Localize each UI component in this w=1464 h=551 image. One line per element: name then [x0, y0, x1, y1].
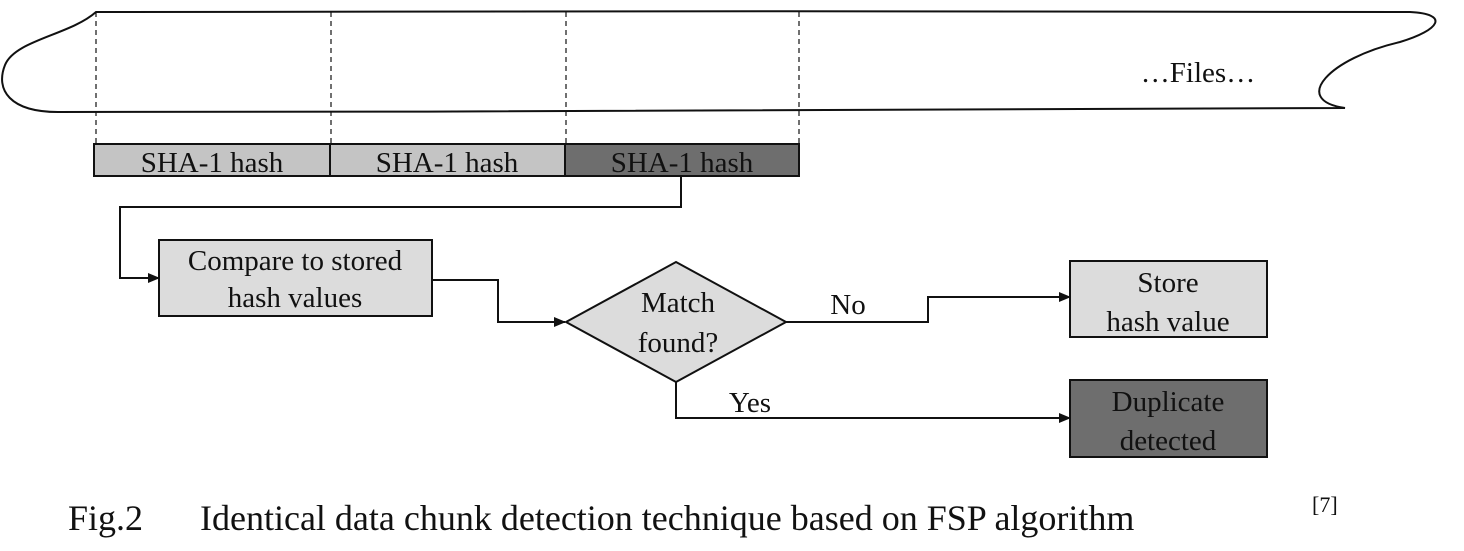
store-box-line1: Store: [1137, 267, 1198, 299]
compare-box: [158, 239, 433, 317]
yes-label: Yes: [729, 387, 771, 419]
hash-block-1-label: SHA-1 hash: [141, 147, 284, 179]
decision-diamond: [563, 260, 789, 384]
duplicate-box-line2: detected: [1120, 425, 1217, 457]
decision-line1: Match: [641, 287, 716, 319]
hash-block-3-label: SHA-1 hash: [611, 147, 754, 179]
duplicate-box: [1069, 379, 1268, 458]
no-label: No: [830, 289, 865, 321]
connector-hash-to-compare: [119, 176, 682, 283]
caption-number: Fig.2: [68, 498, 143, 538]
decision-line2: found?: [638, 327, 719, 359]
connector-compare-to-decision: [432, 279, 566, 327]
compare-box-line2: hash values: [228, 282, 363, 314]
files-label: …Files…: [1141, 57, 1255, 89]
connector-yes: [675, 382, 1071, 423]
duplicate-box-line1: Duplicate: [1112, 386, 1225, 418]
store-box: [1069, 260, 1268, 338]
caption-text: Identical data chunk detection technique…: [200, 498, 1134, 538]
hash-block-2-label: SHA-1 hash: [376, 147, 519, 179]
files-band: [1, 10, 1437, 114]
caption-ref: [7]: [1312, 492, 1338, 517]
store-box-line2: hash value: [1106, 306, 1229, 338]
hash-block-3: [564, 143, 800, 177]
connector-no: [786, 292, 1071, 323]
compare-box-line1: Compare to stored: [188, 245, 403, 277]
